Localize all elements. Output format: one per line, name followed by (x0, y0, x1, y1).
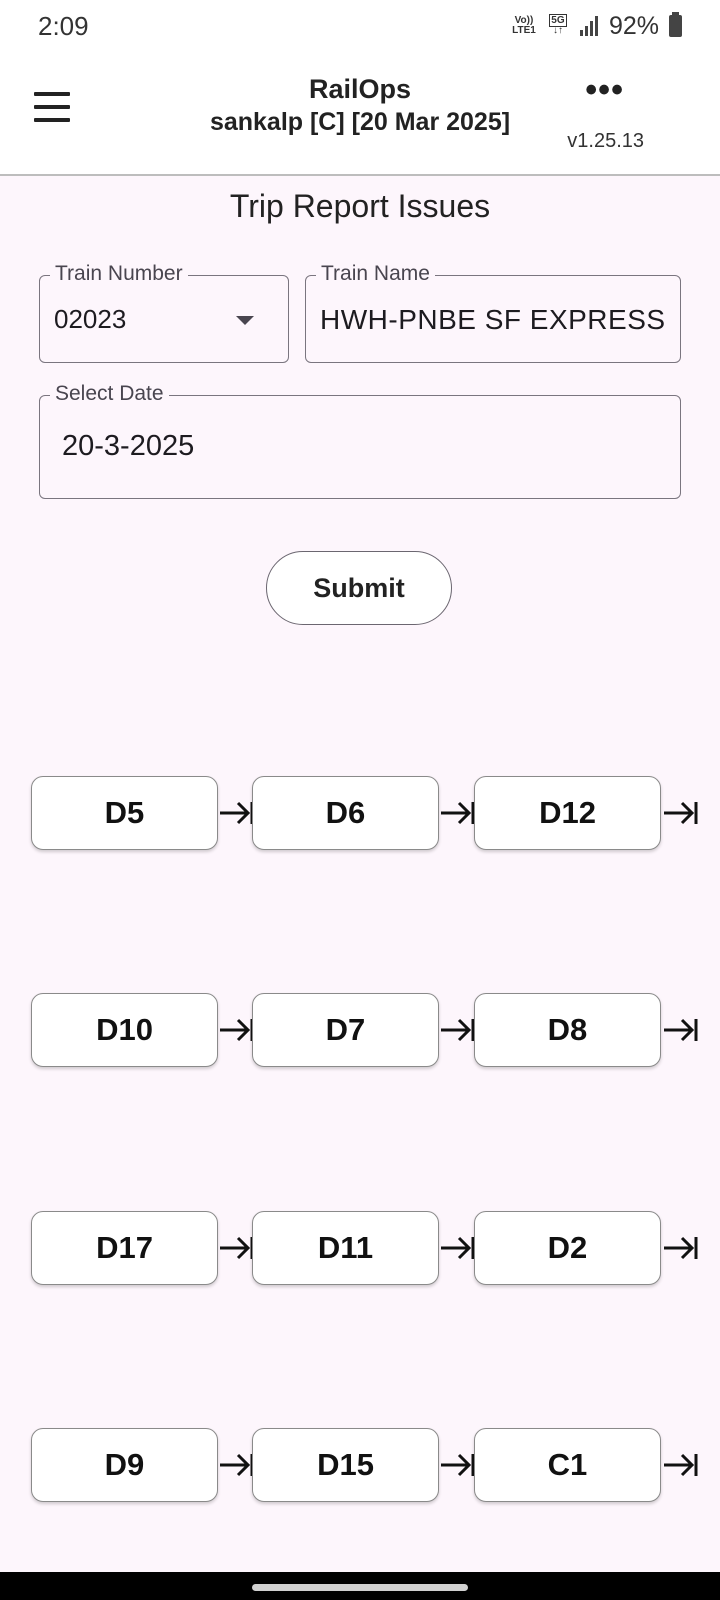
coach-button[interactable]: D10 (31, 993, 218, 1067)
coach-button[interactable]: D9 (31, 1428, 218, 1502)
arrow-right-to-bar-icon (664, 1018, 698, 1042)
train-name-label: Train Name (316, 262, 435, 286)
arrow-right-to-bar-icon (220, 1236, 254, 1260)
train-number-value: 02023 (54, 304, 127, 334)
coach-row-1: D5 D6 D12 (0, 776, 720, 850)
train-number-dropdown[interactable]: Train Number 02023 (39, 262, 289, 363)
more-horizontal-icon[interactable]: ••• (585, 71, 624, 109)
signal-icon (579, 16, 598, 36)
coach-row-3: D17 D11 D2 (0, 1211, 720, 1285)
volte-icon: Vo))LTE1 (512, 15, 536, 36)
coach-row-2: D10 D7 D8 (0, 993, 720, 1067)
coach-button[interactable]: D17 (31, 1211, 218, 1285)
coach-button[interactable]: D11 (252, 1211, 439, 1285)
coach-row-4: D9 D15 C1 (0, 1428, 720, 1502)
coach-button[interactable]: D2 (474, 1211, 661, 1285)
arrow-right-to-bar-icon (220, 1018, 254, 1042)
coach-button[interactable]: D8 (474, 993, 661, 1067)
arrow-right-to-bar-icon (441, 801, 475, 825)
app-subtitle: sankalp [C] [20 Mar 2025] (209, 108, 511, 136)
arrow-right-to-bar-icon (220, 1453, 254, 1477)
train-name-field[interactable]: Train Name HWH-PNBE SF EXPRESS (305, 262, 681, 363)
network-5g-icon: 5G↓↑ (549, 14, 567, 36)
select-date-label: Select Date (50, 382, 169, 406)
arrow-right-to-bar-icon (441, 1453, 475, 1477)
coach-button[interactable]: C1 (474, 1428, 661, 1502)
app-version: v1.25.13 (567, 130, 644, 152)
submit-button[interactable]: Submit (266, 551, 452, 625)
arrow-right-to-bar-icon (441, 1236, 475, 1260)
battery-icon (669, 12, 682, 37)
arrow-right-to-bar-icon (664, 801, 698, 825)
coach-button[interactable]: D12 (474, 776, 661, 850)
app-bar: RailOps sankalp [C] [20 Mar 2025] ••• v1… (0, 52, 720, 176)
select-date-field[interactable]: Select Date 20-3-2025 (39, 382, 681, 499)
arrow-right-to-bar-icon (664, 1236, 698, 1260)
train-name-value: HWH-PNBE SF EXPRESS (320, 304, 666, 335)
train-number-label: Train Number (50, 262, 188, 286)
arrow-right-to-bar-icon (664, 1453, 698, 1477)
coach-button[interactable]: D7 (252, 993, 439, 1067)
coach-button[interactable]: D6 (252, 776, 439, 850)
status-icons: Vo))LTE1 5G↓↑ 92% (511, 12, 682, 41)
home-gesture-handle[interactable] (252, 1584, 468, 1591)
battery-percent: 92% (608, 11, 659, 40)
arrow-right-to-bar-icon (220, 801, 254, 825)
status-bar: 2:09 Vo))LTE1 5G↓↑ 92% (0, 0, 720, 52)
network-label: 5G (549, 14, 567, 27)
coach-button[interactable]: D5 (31, 776, 218, 850)
page-title: Trip Report Issues (229, 188, 491, 224)
status-time: 2:09 (38, 10, 89, 41)
select-date-value: 20-3-2025 (62, 430, 195, 462)
hamburger-menu-icon[interactable] (34, 92, 70, 122)
arrow-right-to-bar-icon (441, 1018, 475, 1042)
dropdown-arrow-icon (236, 316, 254, 325)
system-nav-bar (0, 1572, 720, 1600)
app-title: RailOps (308, 74, 412, 104)
coach-button[interactable]: D15 (252, 1428, 439, 1502)
